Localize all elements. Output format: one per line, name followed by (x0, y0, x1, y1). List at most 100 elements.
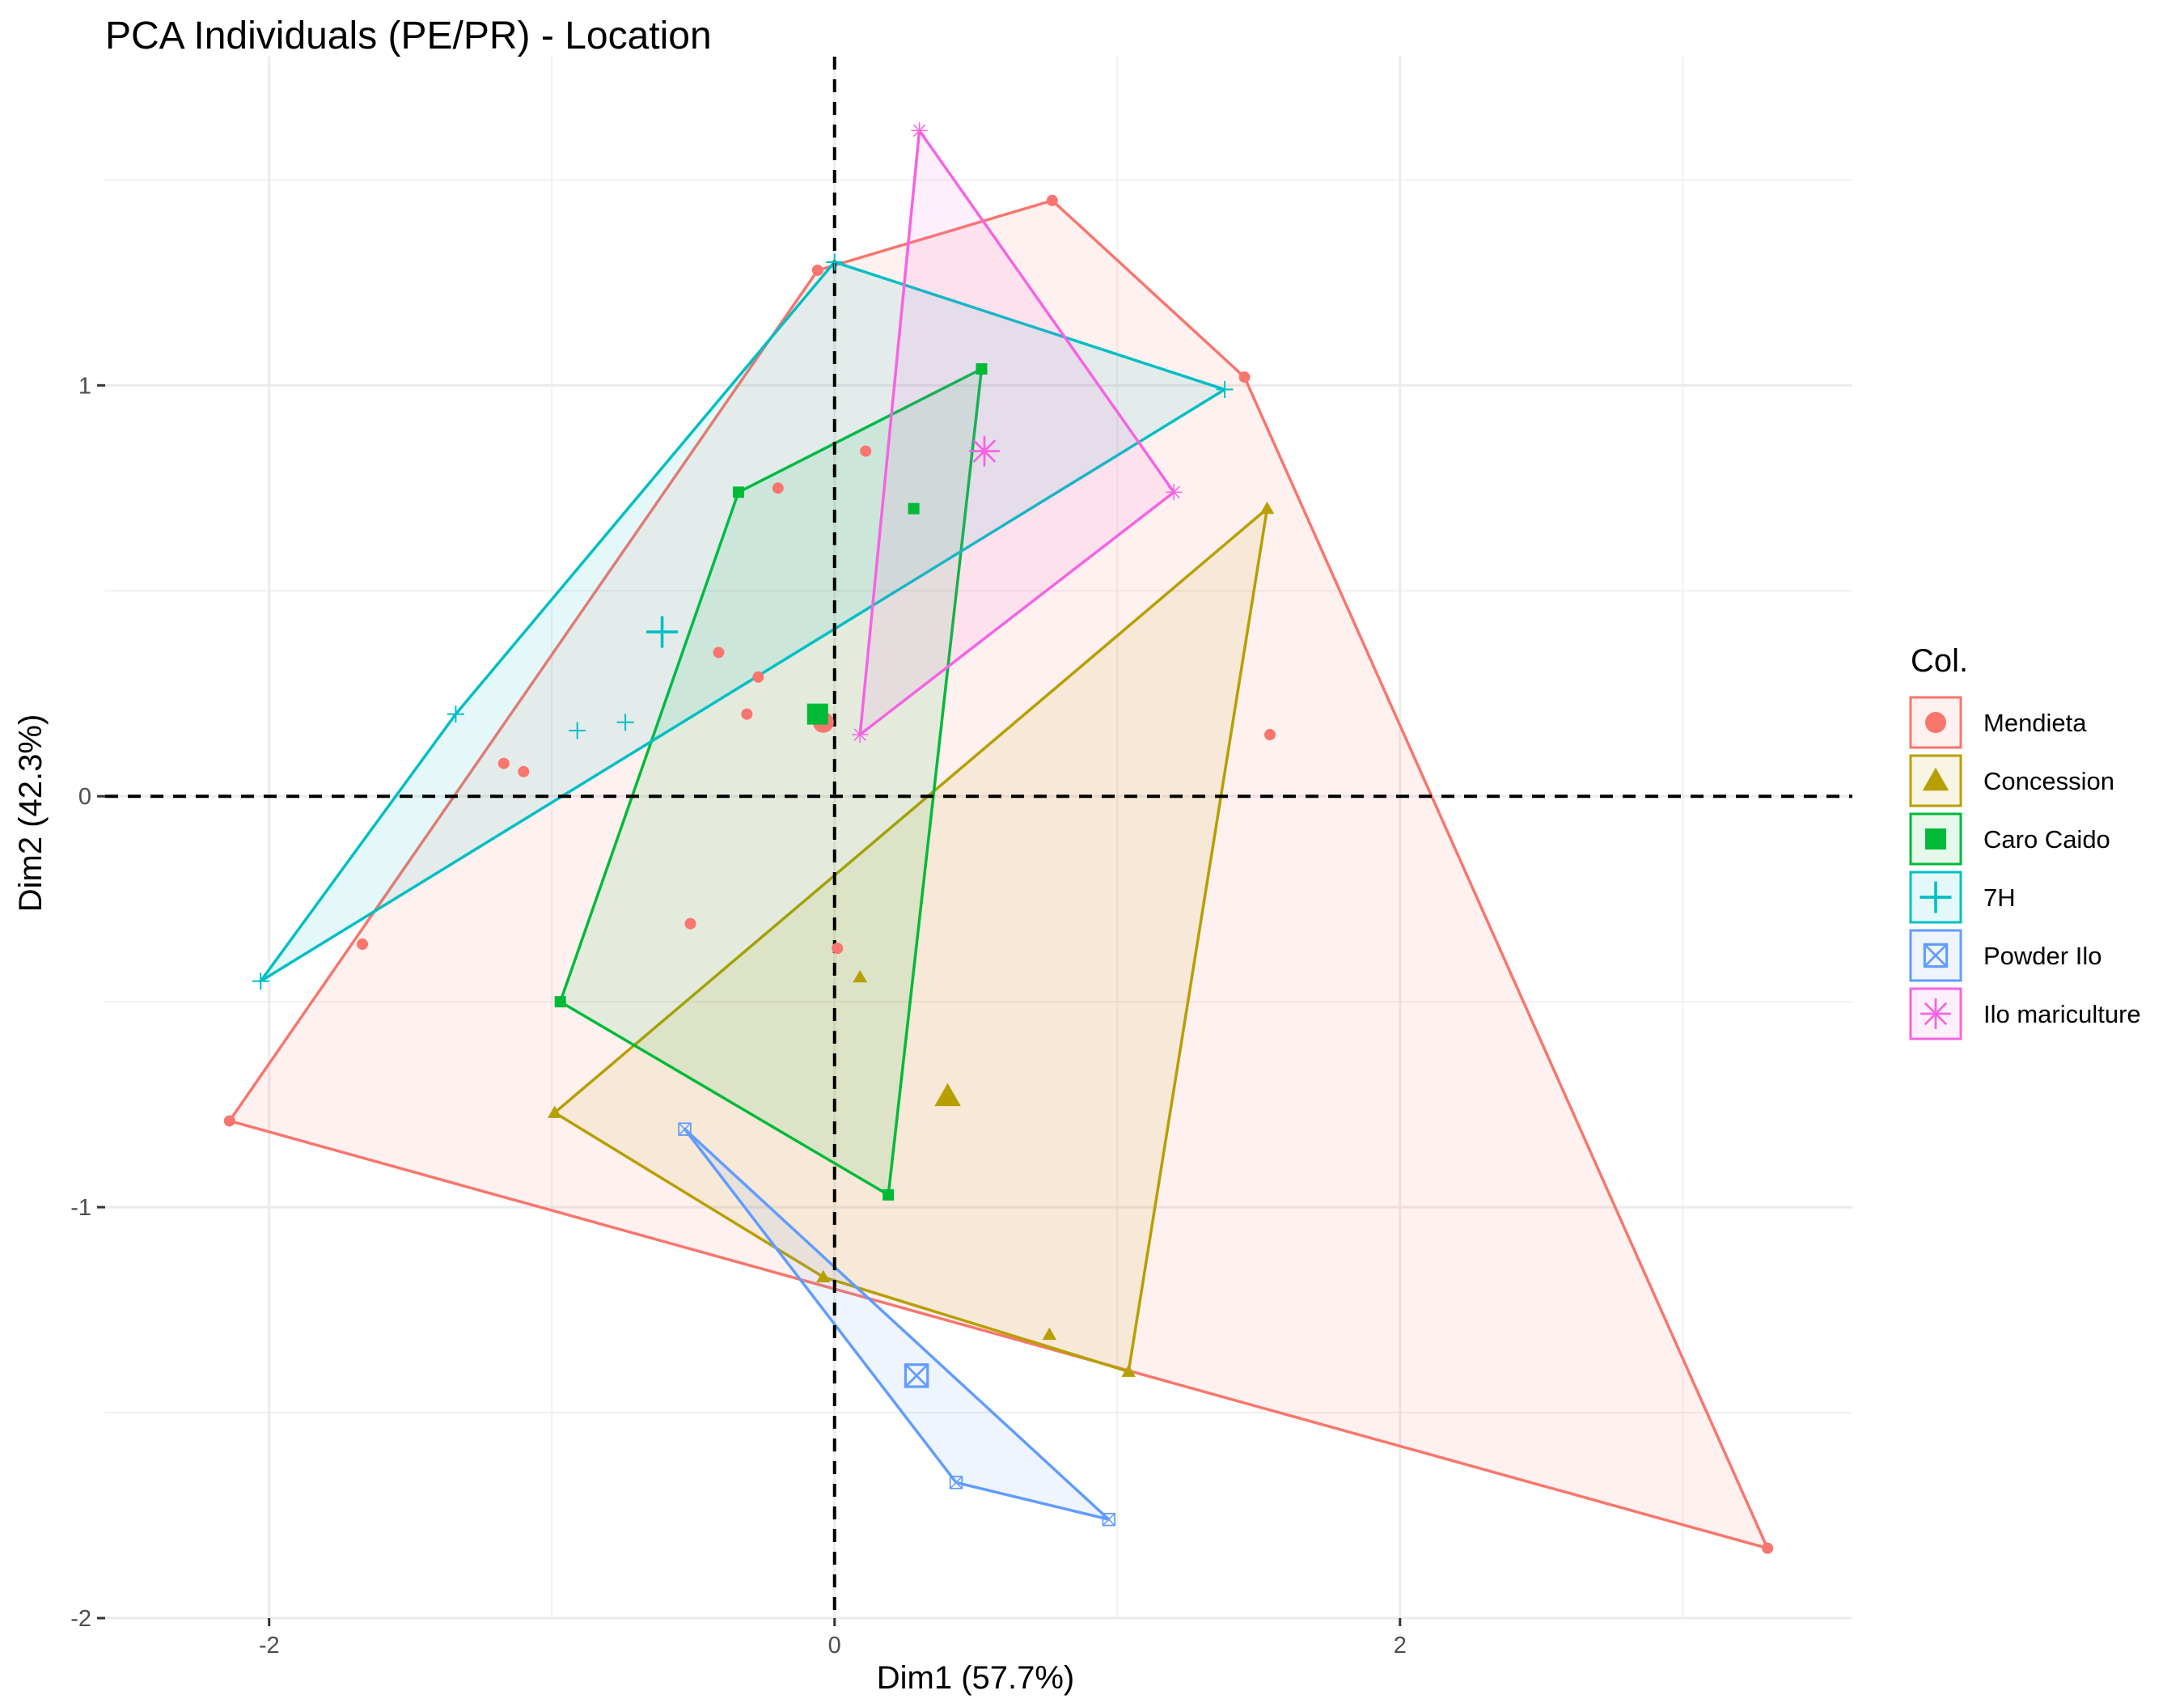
triangle-mark (547, 1105, 562, 1118)
legend-marker-7h (1919, 881, 1952, 913)
point-caro-caido (882, 1188, 895, 1201)
point-powder-ilo (949, 1476, 963, 1489)
point-powder-ilo (678, 1122, 692, 1136)
point-mendieta (1264, 729, 1276, 741)
triangle-mark (1259, 501, 1275, 515)
square-mark (1925, 828, 1946, 850)
cross-b (1924, 943, 1948, 968)
point-mendieta (518, 765, 530, 777)
point-ilo-mariculture (1166, 484, 1183, 501)
point-mendieta (684, 917, 696, 930)
point-mendieta (223, 1115, 235, 1127)
legend-item-powder-ilo: Powder Ilo (1909, 929, 2101, 982)
reference-lines (105, 57, 1852, 1618)
legend-marker-ilo-mariculture (1920, 998, 1951, 1029)
point-mendieta (752, 671, 764, 683)
legend-marker-concession (1922, 767, 1949, 791)
x-tick-label: 2 (1394, 1633, 1407, 1659)
legend-marker-mendieta (1925, 712, 1946, 733)
asterisk-arm (853, 728, 866, 741)
legend-label: Caro Caido (1983, 825, 2110, 854)
circle-mark (1238, 371, 1251, 383)
point-7h (252, 972, 269, 990)
point-mendieta (1762, 1542, 1774, 1554)
circle-mark (713, 646, 725, 659)
asterisk-arm (1167, 485, 1180, 499)
x-tick-label: 0 (828, 1633, 841, 1659)
hull-mendieta (228, 199, 1769, 1550)
centroid-caro-caido (806, 703, 828, 725)
legend-marker-caro-caido (1925, 828, 1946, 850)
point-concession (853, 969, 867, 983)
group-centroids (646, 435, 1000, 1388)
circle-mark (518, 765, 530, 777)
circle-mark (223, 1115, 235, 1127)
circle-mark (1762, 1542, 1774, 1554)
square-mark (976, 363, 988, 375)
point-concession (1259, 501, 1275, 515)
point-mendieta (497, 757, 510, 769)
legend-item-7h: 7H (1909, 871, 2016, 924)
legend-marker-powder-ilo (1923, 943, 1949, 968)
square-mark (554, 996, 566, 1008)
y-tick-label: 0 (78, 784, 91, 810)
chart-title: PCA Individuals (PE/PR) - Location (105, 15, 712, 57)
circle-mark (752, 671, 764, 683)
y-axis-title: Dim2 (42.3%) (13, 714, 49, 913)
square-outline (1102, 1512, 1116, 1527)
point-powder-ilo (1102, 1512, 1116, 1527)
point-concession (816, 1269, 831, 1283)
circle-mark (832, 943, 844, 955)
centroid-7h (646, 616, 679, 648)
point-caro-caido (908, 502, 920, 515)
data-points (223, 122, 1774, 1554)
circle-mark (1925, 712, 1946, 733)
point-caro-caido (976, 363, 988, 375)
square-mark (908, 502, 920, 515)
point-concession (547, 1105, 562, 1118)
circle-mark (860, 445, 872, 457)
circle-mark (1264, 729, 1276, 741)
asterisk-arm (912, 124, 926, 138)
hull-powder-ilo (683, 1127, 1111, 1521)
triangle-mark (853, 969, 867, 983)
cross-b (678, 1122, 692, 1136)
triangle-mark (816, 1269, 831, 1283)
point-7h (447, 705, 464, 723)
point-mendieta (741, 708, 753, 720)
point-7h (616, 714, 634, 731)
square-mark (806, 703, 828, 725)
square-outline (949, 1476, 963, 1489)
triangle-mark (1042, 1327, 1057, 1341)
point-mendieta (860, 445, 872, 457)
circle-mark (357, 938, 369, 951)
square-mark (882, 1188, 895, 1201)
legend-item-mendieta: Mendieta (1909, 696, 2087, 749)
cross-b (1102, 1513, 1115, 1526)
legend-item-concession: Concession (1909, 754, 2114, 807)
legend-item-ilo-mariculture: Ilo mariculture (1909, 987, 2141, 1040)
point-mendieta (832, 943, 844, 955)
hull-ilo-mariculture (858, 129, 1175, 736)
point-7h (569, 722, 586, 739)
cross-b (904, 1363, 929, 1388)
point-mendieta (713, 646, 725, 659)
legend-label: Ilo mariculture (1983, 1000, 2141, 1028)
point-caro-caido (732, 486, 744, 498)
y-tick-label: 1 (78, 373, 91, 399)
square-outline (904, 1363, 929, 1388)
triangle-mark (934, 1083, 961, 1107)
centroid-powder-ilo (904, 1363, 929, 1388)
legend-item-caro-caido: Caro Caido (1909, 812, 2110, 866)
asterisk-arm (972, 439, 997, 463)
cross-b (950, 1476, 963, 1489)
point-mendieta (811, 265, 823, 277)
asterisk-arm (1924, 1002, 1948, 1026)
square-mark (732, 486, 744, 498)
point-ilo-mariculture (911, 122, 928, 139)
circle-mark (772, 482, 784, 494)
